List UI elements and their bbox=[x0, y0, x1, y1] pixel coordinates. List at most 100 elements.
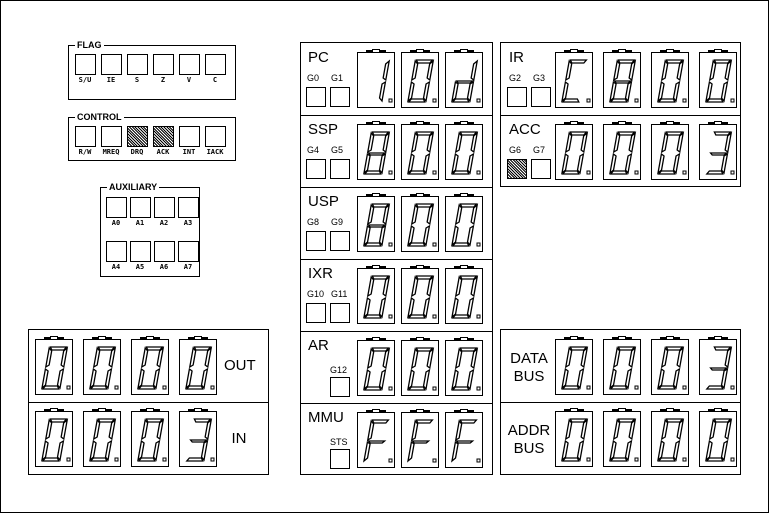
segment-g bbox=[455, 440, 475, 444]
segment-d bbox=[609, 98, 628, 103]
segment-b bbox=[724, 346, 733, 369]
decimal-point bbox=[388, 170, 393, 175]
auxiliary-label: A1 bbox=[135, 219, 145, 227]
segment-f bbox=[612, 59, 621, 82]
digit-connector bbox=[407, 121, 433, 125]
decimal-point bbox=[634, 457, 639, 462]
decimal-point bbox=[476, 314, 481, 319]
gate-g6 bbox=[507, 159, 527, 179]
segment-f bbox=[660, 131, 669, 154]
segment-c bbox=[422, 368, 431, 391]
segment-a bbox=[145, 346, 164, 351]
digit-connector bbox=[137, 408, 163, 412]
segment-d bbox=[705, 170, 724, 175]
digit-connector bbox=[407, 265, 433, 269]
gate-label: G7 bbox=[533, 145, 546, 155]
flag-led-s bbox=[127, 54, 148, 75]
segment-a bbox=[145, 418, 164, 423]
segment-c bbox=[466, 224, 475, 247]
decimal-point bbox=[388, 458, 393, 463]
gate-label: G1 bbox=[331, 73, 344, 83]
segment-a bbox=[459, 203, 478, 208]
segment-a bbox=[617, 131, 636, 136]
segment-f bbox=[612, 346, 621, 369]
divider bbox=[301, 403, 492, 404]
digit-connector bbox=[363, 121, 389, 125]
register-pc-digit: 0 bbox=[401, 52, 439, 108]
segment-e bbox=[407, 224, 415, 247]
control-label: INT bbox=[182, 148, 196, 156]
gate-g12 bbox=[330, 377, 350, 397]
segment-d bbox=[41, 457, 60, 462]
gate-g9 bbox=[330, 231, 350, 251]
segment-b bbox=[382, 131, 391, 154]
out-digit: 0 bbox=[179, 339, 217, 395]
segment-a bbox=[617, 418, 636, 423]
segment-b bbox=[470, 347, 479, 370]
decimal-point bbox=[586, 457, 591, 462]
digit-connector bbox=[609, 408, 635, 412]
segment-e bbox=[363, 440, 371, 463]
segment-d bbox=[363, 314, 382, 319]
segment-c bbox=[422, 152, 431, 175]
auxiliary-label: A7 bbox=[183, 263, 193, 271]
gate-label: G5 bbox=[331, 145, 344, 155]
segment-b bbox=[426, 347, 435, 370]
segment-e bbox=[451, 152, 459, 175]
segment-f bbox=[410, 59, 419, 82]
gate-label: G3 bbox=[533, 73, 546, 83]
segment-a bbox=[617, 346, 636, 351]
segment-f bbox=[564, 59, 573, 82]
segment-c bbox=[422, 80, 431, 103]
segment-c bbox=[466, 368, 475, 391]
flag-label: V bbox=[186, 76, 192, 84]
segment-a bbox=[415, 59, 434, 64]
decimal-point bbox=[432, 98, 437, 103]
segment-a bbox=[415, 203, 434, 208]
data-bus-digit: 0 bbox=[555, 339, 593, 395]
segment-d bbox=[609, 170, 628, 175]
gate-g11 bbox=[330, 303, 350, 323]
segment-b bbox=[382, 59, 391, 82]
segment-e bbox=[185, 367, 193, 390]
segment-d bbox=[407, 314, 426, 319]
segment-b bbox=[382, 203, 391, 226]
segment-f bbox=[454, 275, 463, 298]
digit-connector bbox=[657, 408, 683, 412]
register-stack: PCG0G110dSSPG4G5800USPG8G9800IXRG10G1100… bbox=[300, 42, 493, 475]
segment-d bbox=[363, 170, 382, 175]
auxiliary-label: A4 bbox=[111, 263, 121, 271]
auxiliary-led-a4 bbox=[106, 241, 127, 262]
control-led-r-w bbox=[75, 126, 96, 147]
segment-c bbox=[422, 224, 431, 247]
digit-connector bbox=[609, 121, 635, 125]
segment-f bbox=[660, 59, 669, 82]
segment-c bbox=[422, 296, 431, 319]
segment-b bbox=[60, 418, 69, 441]
out-digit: 0 bbox=[131, 339, 169, 395]
segment-f bbox=[708, 59, 717, 82]
segment-f bbox=[612, 418, 621, 441]
segment-d bbox=[89, 385, 108, 390]
segment-f bbox=[92, 418, 101, 441]
gate-g7 bbox=[531, 159, 551, 179]
segment-e bbox=[407, 80, 415, 103]
segment-f bbox=[140, 418, 149, 441]
register-mmu-digit: F bbox=[357, 412, 395, 468]
segment-f bbox=[366, 203, 375, 226]
segment-f bbox=[92, 346, 101, 369]
digit-connector bbox=[363, 49, 389, 53]
auxiliary-led-a1 bbox=[130, 197, 151, 218]
digit-connector bbox=[561, 408, 587, 412]
control-label: R/W bbox=[78, 148, 92, 156]
segment-g bbox=[613, 80, 633, 84]
segment-b bbox=[628, 346, 637, 369]
segment-a bbox=[665, 346, 684, 351]
control-label: DRQ bbox=[130, 148, 144, 156]
segment-d bbox=[89, 457, 108, 462]
register-pc-digit: 1 bbox=[357, 52, 395, 108]
auxiliary-led-a5 bbox=[130, 241, 151, 262]
segment-e bbox=[451, 368, 459, 391]
decimal-point bbox=[162, 457, 167, 462]
